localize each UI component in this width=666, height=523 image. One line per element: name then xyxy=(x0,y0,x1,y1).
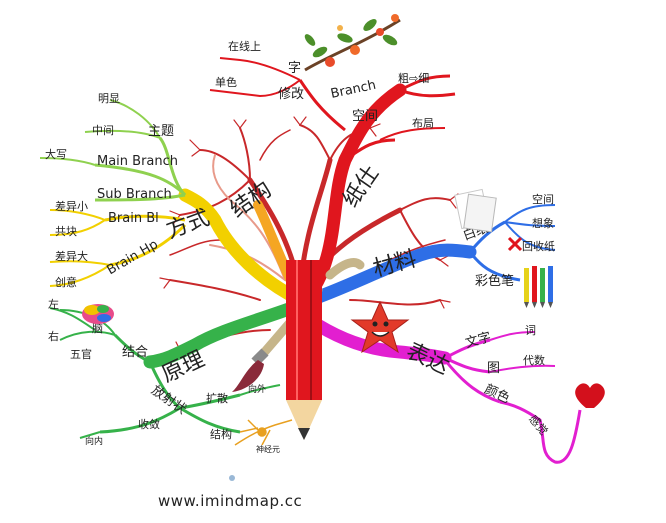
label-zhongjian: 中间 xyxy=(92,124,114,137)
cross-icon xyxy=(507,236,523,252)
label-kuosan: 扩散 xyxy=(206,391,228,405)
label-xiangnei: 向内 xyxy=(85,435,103,447)
label-chayixiao: 差异小 xyxy=(55,199,88,213)
branch-top xyxy=(209,57,456,307)
brain-icon xyxy=(82,304,114,324)
branch-bottom-right xyxy=(303,313,582,464)
star-character-icon xyxy=(350,300,410,354)
colored-pencils-icon xyxy=(524,266,553,308)
label-shenjingyuan: 神经元 xyxy=(256,444,280,454)
label-cailiao: 材料 xyxy=(370,247,419,283)
label-branch: Branch xyxy=(329,78,377,102)
label-xiangwai: 向外 xyxy=(248,383,266,395)
label-danse: 单色 xyxy=(215,75,237,89)
label-huishouzhi: 回收纸 xyxy=(522,239,555,253)
label-brainbl: Brain Bl xyxy=(108,211,159,226)
label-you: 右 xyxy=(48,329,59,343)
label-jiehe: 结合 xyxy=(122,345,148,360)
label-xiangxiang: 想象 xyxy=(532,216,554,230)
pencil-icon xyxy=(286,260,322,440)
label-subbranch: Sub Branch xyxy=(97,187,172,202)
label-jiegou: 结构 xyxy=(226,177,276,223)
label-cuxi: 粗⇨细 xyxy=(398,72,429,85)
label-zhuti: 主题 xyxy=(148,124,174,139)
label-buju: 布局 xyxy=(412,117,434,130)
label-caisebi: 彩色笔 xyxy=(475,273,514,289)
label-biaoda: 表达 xyxy=(402,339,452,380)
label-chayida: 差异大 xyxy=(55,249,88,263)
label-mingxian: 明显 xyxy=(98,92,120,105)
neuron-icon xyxy=(234,419,293,446)
label-zuo: 左 xyxy=(48,298,59,311)
label-kongjian-top: 空间 xyxy=(352,109,378,124)
label-nao: 脑 xyxy=(92,322,103,335)
label-mainbranch: Main Branch xyxy=(97,154,178,169)
label-ganjue: 感觉 xyxy=(526,413,550,438)
label-chuangyi: 创意 xyxy=(55,275,77,289)
heart-icon xyxy=(575,383,605,408)
label-shoulian: 收敛 xyxy=(138,417,160,431)
label-wuguan: 五官 xyxy=(70,347,92,361)
label-zi: 字 xyxy=(288,61,301,76)
location-dot-icon xyxy=(229,475,235,481)
label-brainhp: Brain Hp xyxy=(105,237,161,278)
label-daxie: 大写 xyxy=(45,147,67,161)
label-jiegou2: 结构 xyxy=(210,427,232,441)
label-wenzi: 文字 xyxy=(464,330,493,351)
label-xiugai: 修改 xyxy=(278,87,304,102)
label-gongkuai: 共块 xyxy=(55,225,77,238)
footer-url[interactable]: www.imindmap.cc xyxy=(158,492,302,510)
label-daishu: 代数 xyxy=(523,354,545,367)
label-tu: 图 xyxy=(487,361,500,376)
paper-sheets-icon xyxy=(454,188,497,233)
label-ci: 词 xyxy=(525,324,536,337)
flower-branch-icon xyxy=(304,14,401,72)
label-zaixianshang: 在线上 xyxy=(228,39,261,53)
branch-right xyxy=(303,204,556,307)
label-kongjian-right: 空间 xyxy=(532,192,554,206)
branch-bottom-left xyxy=(49,298,307,439)
